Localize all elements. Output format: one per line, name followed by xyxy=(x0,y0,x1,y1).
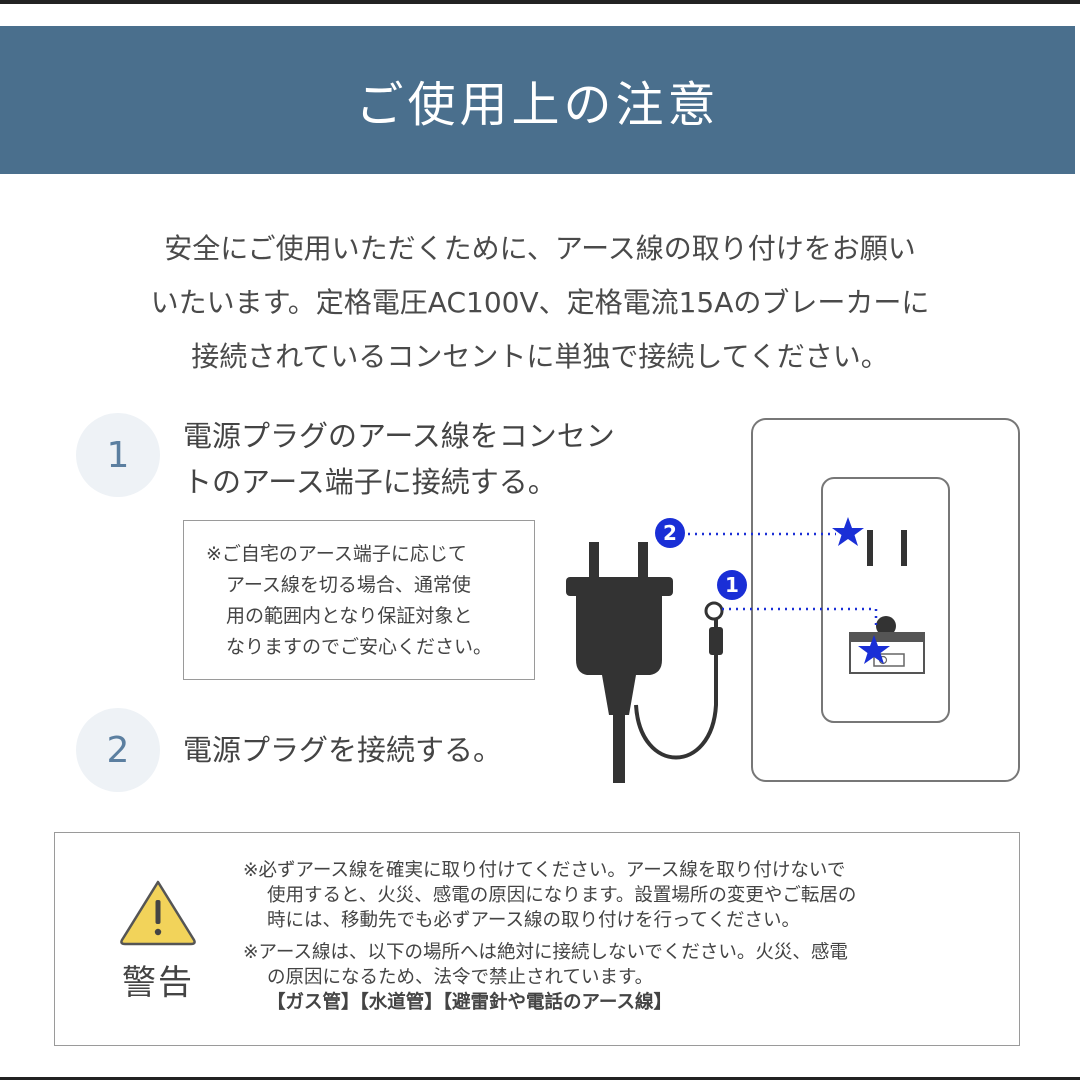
note-line: ※ご自宅のアース端子に応じて xyxy=(206,543,467,565)
intro-line: いたいます。定格電圧AC100V、定格電流15Aのブレーカーに xyxy=(150,286,930,319)
warning-line: ※アース線は、以下の場所へは絶対に接続しないでください。火災、感電 xyxy=(243,942,848,963)
marker-1-label: 1 xyxy=(725,573,739,597)
warning-line: 【ガス管】【水道管】【避雷針や電話のアース線】 xyxy=(267,992,672,1013)
note-box: ※ご自宅のアース端子に応じて アース線を切る場合、通常使 用の範囲内となり保証対… xyxy=(183,520,535,680)
step-1-text: 電源プラグのアース線をコンセン トのアース端子に接続する。 xyxy=(183,413,615,505)
plug-icon xyxy=(566,542,724,783)
page-title: ご使用上の注意 xyxy=(355,77,720,133)
marker-2-label: 2 xyxy=(663,521,677,545)
warning-box xyxy=(54,832,1020,1046)
step-1-line: トのアース端子に接続する。 xyxy=(183,465,557,499)
step-1-number: 1 xyxy=(76,413,160,497)
intro-line: 接続されているコンセントに単独で接続してください。 xyxy=(191,340,889,373)
note-line: アース線を切る場合、通常使 xyxy=(226,574,471,596)
outlet-icon xyxy=(751,418,1020,782)
warning-label: 警告 xyxy=(122,963,194,1003)
earth-wire-diagram: 2 1 xyxy=(566,418,1020,783)
note-line: 用の範囲内となり保証対象と xyxy=(226,605,473,627)
intro-text: 安全にご使用いただくために、アース線の取り付けをお願い いたいます。定格電圧AC… xyxy=(40,222,1040,384)
marker-1: 1 xyxy=(717,570,747,600)
warning-line: 時には、移動先でも必ずアース線の取り付けを行ってください。 xyxy=(267,910,800,931)
star-icon xyxy=(832,517,864,546)
warning-line: 使用すると、火災、感電の原因になります。設置場所の変更やご転居の xyxy=(267,885,857,906)
header-banner: ご使用上の注意 xyxy=(0,26,1075,174)
bottom-rule xyxy=(0,1077,1080,1080)
step-1-line: 電源プラグのアース線をコンセン xyxy=(183,419,615,453)
warning-icon xyxy=(120,880,196,946)
intro-line: 安全にご使用いただくために、アース線の取り付けをお願い xyxy=(164,232,916,265)
warning-line: ※必ずアース線を確実に取り付けてください。アース線を取り付けないで xyxy=(243,860,846,881)
top-rule xyxy=(0,0,1080,4)
step-2-number: 2 xyxy=(76,708,160,792)
warning-line: の原因になるため、法令で禁止されています。 xyxy=(267,967,654,988)
star-icon xyxy=(858,635,890,664)
step-2-text: 電源プラグを接続する。 xyxy=(183,727,502,773)
step-2-line: 電源プラグを接続する。 xyxy=(183,733,503,767)
note-line: なりますのでご安心ください。 xyxy=(226,636,493,658)
marker-2: 2 xyxy=(655,518,685,548)
warning-text: ※必ずアース線を確実に取り付けてください。アース線を取り付けないで 使用すると、… xyxy=(243,858,1003,1015)
